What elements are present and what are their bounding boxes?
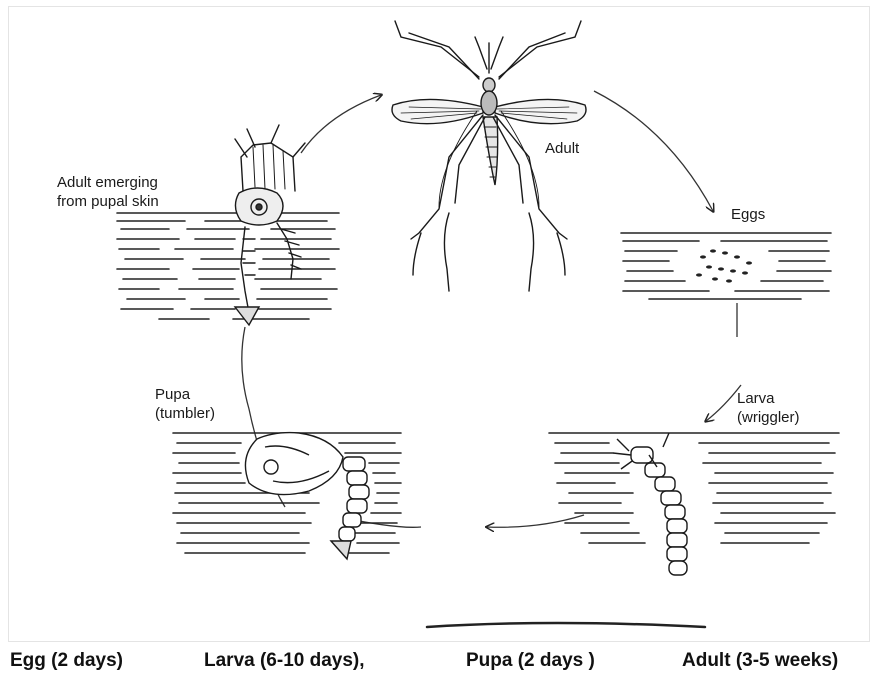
caption-adult: Adult (3-5 weeks): [682, 650, 838, 672]
eggs-drawing: [696, 249, 752, 282]
caption-pupa: Pupa (2 days ): [466, 650, 595, 672]
life-cycle-diagram: Adult Adult emerging from pupal skin Egg…: [8, 6, 870, 642]
arrow-larva-to-pupa: [487, 515, 584, 527]
water-lines-larva: [549, 433, 839, 543]
label-pupa-line2: (tumbler): [155, 404, 215, 423]
caption-egg: Egg (2 days): [10, 650, 123, 672]
arrow-larva-to-pupa-link: [706, 385, 741, 421]
arrow-adult-to-eggs: [594, 91, 713, 211]
label-adult: Adult: [545, 139, 579, 158]
label-emerging-line2: from pupal skin: [57, 192, 159, 211]
label-eggs: Eggs: [731, 205, 765, 224]
emerging-adult-drawing: [235, 125, 305, 325]
label-emerging-line1: Adult emerging: [57, 173, 158, 192]
label-larva-line2: (wriggler): [737, 408, 800, 427]
water-lines-eggs: [621, 233, 831, 299]
bottom-divider-line: [427, 623, 705, 627]
water-lines-emerging: [117, 213, 339, 319]
label-larva-line1: Larva: [737, 389, 775, 408]
larva-drawing: [613, 433, 687, 575]
label-pupa-line1: Pupa: [155, 385, 190, 404]
caption-larva: Larva (6-10 days),: [204, 650, 365, 672]
arrow-emerging-to-adult: [301, 95, 381, 153]
pupa-drawing: [245, 433, 369, 559]
